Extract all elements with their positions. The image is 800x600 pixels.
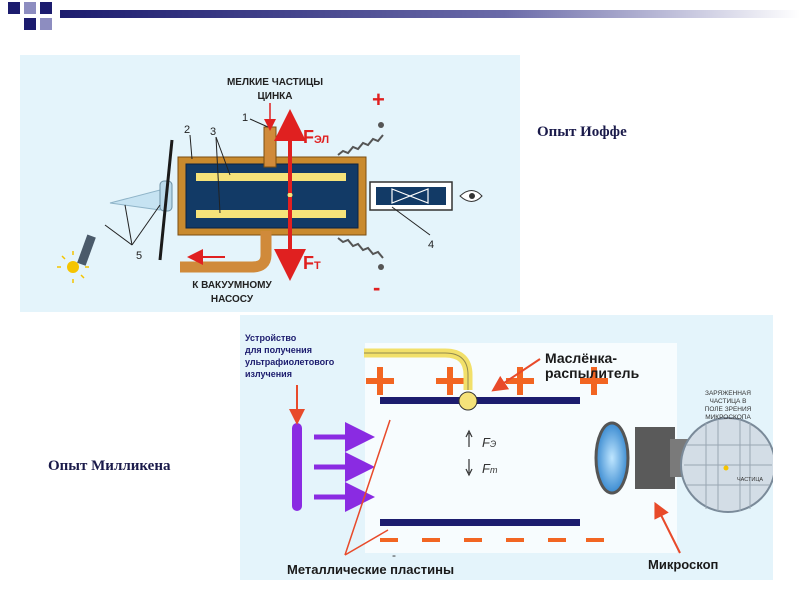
light-source-icon [67,261,79,273]
title-bar-square-4 [24,18,36,30]
label-3-pointer-a [215,136,231,176]
label-pump-1: К ВАКУУМНОМУ [192,280,272,291]
plates-label-pointers [344,419,391,556]
label-3-pointer-b [215,136,221,214]
field-view-label-2: ЧАСТИЦА В [710,398,747,405]
vacuum-pump-pipe [180,231,272,273]
label-2-pointer [189,134,193,160]
field-view-label-4: МИКРОСКОПА [705,414,751,421]
field-particle [723,465,729,471]
uv-device-label-1: Устройство [245,333,297,343]
plus-terminal-sign: + [372,87,385,112]
label-num-2: 2 [184,124,190,136]
label-num-3: 3 [210,126,216,138]
bottom-metal-plate [380,519,580,526]
capacitor-plate-top [196,173,346,181]
uv-device-label-4: излучения [245,369,292,379]
oil-drop [458,391,478,411]
oiler-label-1: Маслёнка- [545,350,617,366]
millikan-diagram: FЭ Fm Устройство для получения ультрафио… [240,315,773,580]
zinc-particle [287,192,293,198]
title-bar-square-3 [40,2,52,14]
title-bar-square-2 [24,2,36,14]
uv-device-label-2: для получения [245,345,312,355]
minus-left-label: - [392,548,396,562]
label-num-1: 1 [242,112,248,124]
uv-rays [314,422,375,512]
force-m-label: Fm [482,461,498,476]
label-zinc-particles-1: МЕЛКИЕ ЧАСТИЦЫ [227,77,323,88]
label-4-pointer [391,206,431,236]
label-num-5: 5 [136,250,142,262]
mirror [77,234,96,266]
minus-terminal-sign: - [373,275,380,300]
capacitor-plate-bottom [196,210,346,218]
zinc-inlet-tube [263,126,277,168]
minus-signs-row [380,538,604,542]
plates-label: Металлические пластины [287,562,454,577]
field-view-label-1: ЗАРЯЖЕННАЯ [705,390,751,397]
uv-lamp [292,423,302,511]
title-bar-square-5 [40,18,52,30]
oiler-label-pointer [491,358,541,392]
microscope-axis [158,139,174,261]
eye-pupil [469,193,475,199]
force-e-label: FЭ [482,435,496,450]
spring-bottom-terminal [378,264,384,270]
field-grid [684,419,772,511]
ioffe-experiment-caption: Опыт Иоффе [537,124,627,140]
microscope-lens-shape [391,188,429,204]
label-zinc-particles-2: ЦИНКА [257,91,292,102]
top-metal-plate [380,397,580,404]
label-pump-2: НАСОСУ [211,294,254,305]
ioffe-diagram: МЕЛКИЕ ЧАСТИЦЫ ЦИНКА 1 2 3 4 5 FЭЛ FТ + … [20,55,520,312]
spring-bottom [337,237,384,259]
field-particle-label: ЧАСТИЦА [737,477,763,483]
force-arrows [465,429,473,477]
title-decoration-bar [8,2,800,30]
light-rays [57,251,89,283]
title-bar-square-1 [8,2,20,14]
force-el-label: FЭЛ [303,127,329,147]
spring-top-terminal [378,122,384,128]
microscope-objective-lens [594,421,630,495]
oiler-label-2: распылитель [545,365,640,381]
title-bar-gradient [60,10,800,18]
label-5-pointers [104,204,161,246]
microscope-label: Микроскоп [648,557,718,572]
plus-signs-row [366,367,608,395]
field-view-label-3: ПОЛЕ ЗРЕНИЯ [705,406,752,413]
oiler-pipe-outline [364,352,469,390]
microscope-body [635,427,675,489]
label-num-4: 4 [428,239,434,251]
spring-top [337,134,384,156]
uv-device-label-3: ультрафиолетового [245,357,335,367]
millikan-experiment-caption: Опыт Милликена [48,458,171,474]
force-t-label: FТ [303,253,321,273]
microscope-label-pointer [654,501,681,554]
